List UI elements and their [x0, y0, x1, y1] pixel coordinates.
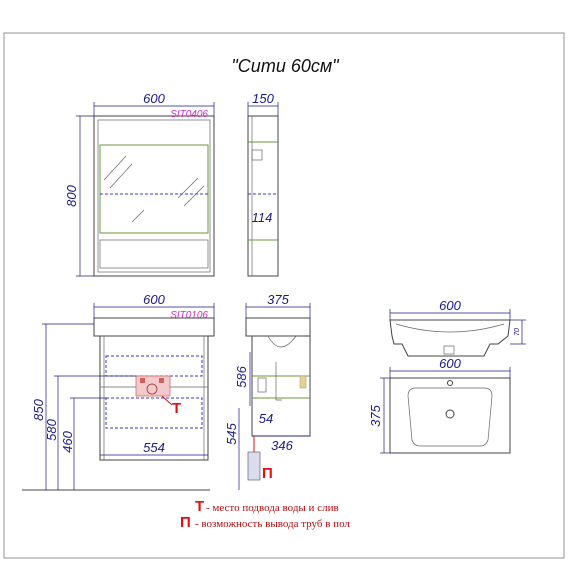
- basin-depth-label: 375: [368, 404, 383, 426]
- vanity-bottom-width-dimension: 554: [100, 440, 208, 456]
- mirror-cabinet-front: [93, 115, 215, 277]
- basin-front: [389, 319, 511, 357]
- vanity-width-dimension: 600: [93, 292, 215, 318]
- basin-top: [389, 377, 511, 454]
- mirror-height-label: 800: [64, 184, 79, 206]
- basin-top-width-dimension: 600: [389, 356, 511, 378]
- vanity-height-460-label: 460: [60, 430, 75, 452]
- legend-symbol-t: Т: [195, 498, 204, 515]
- vanity-depth-label: 375: [267, 292, 289, 307]
- water-supply-marker: Т: [172, 400, 181, 417]
- vanity-bottom-depth-dimension: 346: [252, 435, 310, 453]
- mirror-depth-dimension: 150: [247, 91, 279, 116]
- mirror-cabinet-code: SIT0406: [170, 109, 208, 120]
- mirror-width-label: 600: [143, 91, 165, 106]
- basin-front-width-dimension: 600: [389, 298, 511, 320]
- vanity-bottom-depth-label: 346: [271, 438, 293, 453]
- legend-text-floor: - возможность вывода труб в пол: [195, 518, 350, 530]
- basin-height-label: 70: [514, 328, 521, 336]
- drawing-frame: [3, 32, 565, 559]
- vanity-height-850-label: 850: [31, 398, 46, 420]
- vanity-side: [245, 317, 311, 481]
- mirror-depth-label: 150: [252, 91, 274, 106]
- floor-outlet-marker: П: [262, 465, 273, 482]
- vanity-bottom-width-label: 554: [143, 440, 165, 455]
- water-supply-leader: [161, 395, 173, 406]
- basin-depth-dimension: 375: [368, 377, 390, 454]
- mirror-cabinet-side: [247, 115, 279, 277]
- mirror-height-dimension: 800: [64, 115, 94, 277]
- vanity-width-label: 600: [143, 292, 165, 307]
- vanity-depth-dimension: 375: [245, 292, 311, 318]
- vanity-code: SIT0106: [170, 310, 208, 321]
- basin-front-width-label: 600: [439, 298, 461, 313]
- vanity-height-dimensions: [22, 323, 210, 491]
- vanity-height-580-label: 580: [44, 418, 59, 440]
- legend-symbol-p: П: [180, 514, 191, 531]
- drawing-title: "Сити 60см": [231, 56, 340, 76]
- legend-text-water: - место подвода воды и слив: [206, 502, 339, 514]
- vanity-front: [93, 317, 215, 461]
- vanity-height-586-label: 586: [234, 365, 249, 387]
- mirror-inner-depth-label: 114: [252, 210, 273, 225]
- basin-height-dimension: 70: [510, 319, 526, 345]
- mirror-width-dimension: 600: [93, 91, 215, 116]
- basin-top-width-label: 600: [439, 356, 461, 371]
- vanity-inner-label: 54: [259, 411, 273, 426]
- vanity-height-545-label: 545: [224, 422, 239, 444]
- legend: Т - место подвода воды и слив П - возмож…: [180, 498, 350, 531]
